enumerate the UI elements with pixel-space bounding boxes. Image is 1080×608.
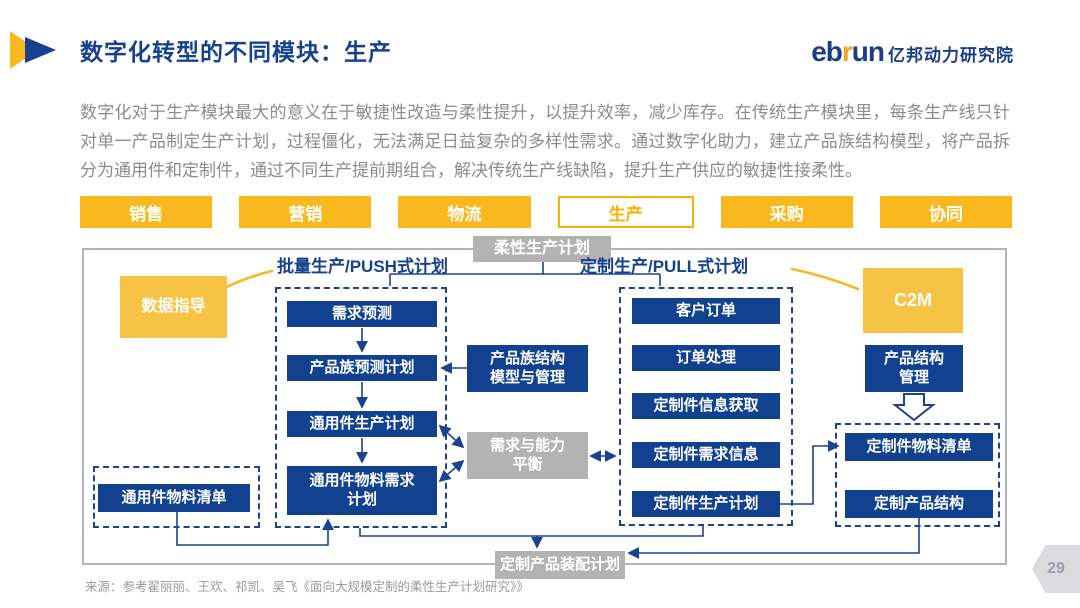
push-plan-label: 批量生产/PUSH式计划 [277, 257, 448, 276]
step-custom-demand-info: 定制件需求信息 [632, 442, 780, 468]
flexible-production-plan-label: 柔性生产计划 [473, 236, 611, 262]
assembly-plan-box: 定制产品装配计划 [495, 551, 625, 579]
header-chevron-icon [10, 31, 56, 69]
step-demand-forecast: 需求预测 [287, 301, 437, 327]
custom-product-structure-box: 定制产品结构 [845, 490, 993, 518]
step-custom-production-plan: 定制件生产计划 [632, 491, 780, 517]
step-custom-info-capture: 定制件信息获取 [632, 393, 780, 419]
tab-procurement[interactable]: 采购 [720, 196, 853, 228]
tab-production[interactable]: 生产 [557, 196, 694, 228]
step-customer-order: 客户订单 [632, 298, 780, 324]
page-number-badge: 29 [1032, 545, 1080, 593]
tab-sales[interactable]: 销售 [80, 196, 213, 228]
tab-marketing[interactable]: 营销 [239, 196, 372, 228]
common-bom-box: 通用件物料清单 [98, 484, 250, 512]
demand-capacity-balance-box: 需求与能力 平衡 [467, 432, 588, 479]
tab-logistics[interactable]: 物流 [398, 196, 531, 228]
logo-brand: ebrun [811, 36, 885, 67]
step-order-processing: 订单处理 [632, 345, 780, 371]
custom-bom-box: 定制件物料清单 [845, 433, 993, 461]
intro-paragraph: 数字化对于生产模块最大的意义在于敏捷性改造与柔性提升，以提升效率，减少库存。在传… [80, 103, 1010, 181]
product-family-model-box: 产品族结构 模型与管理 [467, 345, 588, 392]
common-bom-frame [93, 466, 260, 528]
pull-group-frame [619, 287, 793, 526]
c2m-box: C2M [863, 268, 963, 333]
tab-collaboration[interactable]: 协同 [879, 196, 1013, 228]
step-common-production-plan: 通用件生产计划 [287, 411, 437, 437]
module-tabs: 销售 营销 物流 生产 采购 协同 [80, 196, 1013, 228]
product-structure-mgmt-box: 产品结构 管理 [865, 345, 963, 392]
push-group-frame [275, 287, 447, 528]
logo-cn: 亿邦动力研究院 [888, 46, 1014, 65]
custom-output-frame [835, 423, 1000, 527]
step-common-material-plan: 通用件物料需求 计划 [287, 466, 437, 515]
page-title: 数字化转型的不同模块：生产 [80, 39, 392, 65]
data-guide-box: 数据指导 [120, 276, 227, 338]
pull-plan-label: 定制生产/PULL式计划 [580, 257, 749, 276]
source-note: 来源：参考翟丽丽、王欢、祁凯、吴飞《面向大规模定制的柔性生产计划研究》》 [85, 580, 529, 594]
step-family-forecast-plan: 产品族预测计划 [287, 355, 437, 381]
